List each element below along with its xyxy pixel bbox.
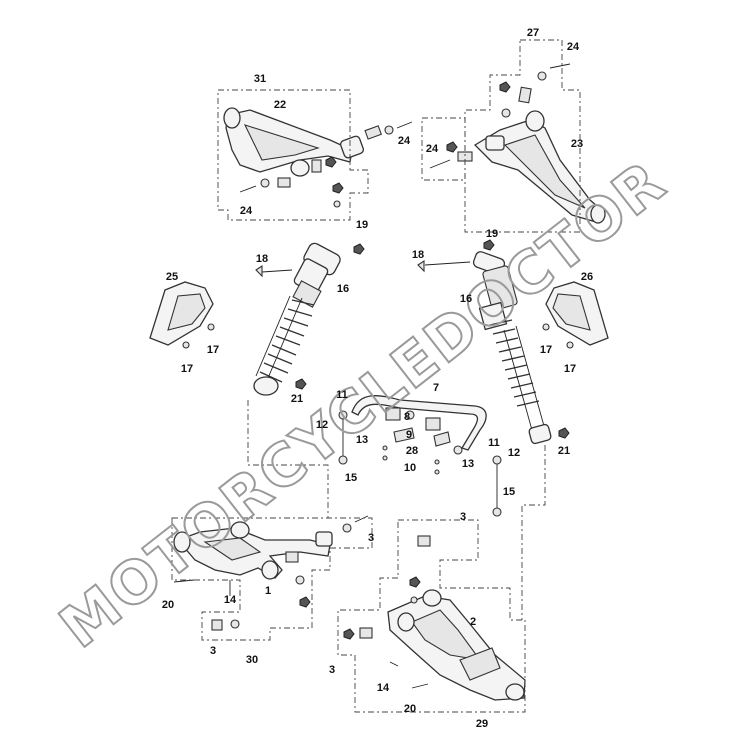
callout-14-right: 14	[377, 682, 390, 694]
callout-24-d: 24	[426, 143, 439, 155]
callout-27: 27	[527, 27, 539, 39]
callout-19-left: 19	[356, 219, 368, 231]
callout-13-right: 13	[462, 458, 474, 470]
callout-16-left: 16	[337, 283, 349, 295]
callout-28: 28	[406, 445, 418, 457]
callout-26: 26	[581, 271, 593, 283]
callout-30: 30	[246, 654, 258, 666]
callout-3-d: 3	[329, 664, 335, 676]
left-guard-panel	[149, 281, 215, 349]
group-outline-27	[464, 39, 581, 233]
callout-3-a: 3	[368, 532, 374, 544]
group-outline-29	[337, 519, 526, 713]
callout-17-c: 17	[540, 344, 552, 356]
callout-15-left: 15	[345, 472, 357, 484]
callout-8: 8	[404, 411, 410, 423]
callout-18-right: 18	[412, 249, 424, 261]
callout-20-left: 20	[162, 599, 174, 611]
left-shock-absorber	[253, 242, 365, 396]
callout-16-right: 16	[460, 293, 472, 305]
upper-left-a-arm	[223, 107, 413, 208]
callout-17-b: 17	[181, 363, 193, 375]
callout-29: 29	[476, 718, 488, 730]
callout-11-left: 11	[336, 389, 348, 401]
callout-12-right: 12	[508, 447, 520, 459]
callout-labels: 31 22 27 23 25 26 7 30 29 2 1 16 16 18 1…	[162, 27, 593, 730]
lower-right-a-arm	[343, 535, 526, 701]
callout-20-right: 20	[404, 703, 416, 715]
upper-right-a-arm	[429, 63, 606, 224]
callout-17-a: 17	[207, 344, 219, 356]
group-outline-30	[171, 517, 373, 641]
stabilizer-bar	[338, 395, 502, 517]
right-shock-absorber	[417, 239, 570, 445]
callout-22: 22	[274, 99, 286, 111]
callout-24-a: 24	[240, 205, 253, 217]
callout-21-right: 21	[558, 445, 570, 457]
callout-19-right: 19	[486, 228, 498, 240]
callout-18-left: 18	[256, 253, 268, 265]
callout-12-left: 12	[316, 419, 328, 431]
callout-3-b: 3	[210, 645, 216, 657]
callout-2: 2	[470, 616, 476, 628]
shock-to-arm-line-right	[521, 445, 546, 620]
callout-24-c: 24	[567, 41, 580, 53]
callout-7: 7	[433, 382, 439, 394]
callout-9: 9	[406, 429, 412, 441]
shock-to-arm-line-left	[247, 400, 329, 518]
callout-25: 25	[166, 271, 178, 283]
callout-11-right: 11	[488, 437, 500, 449]
callout-31: 31	[254, 73, 266, 85]
callout-14-left: 14	[224, 594, 237, 606]
callout-23: 23	[571, 138, 583, 150]
callout-21-left: 21	[291, 393, 303, 405]
callout-17-d: 17	[564, 363, 576, 375]
right-guard-panel	[542, 281, 609, 349]
callout-13-left: 13	[356, 434, 368, 446]
lower-left-a-arm	[173, 515, 369, 631]
group-outline-27b	[421, 117, 466, 181]
callout-10: 10	[404, 462, 416, 474]
callout-3-c: 3	[460, 511, 466, 523]
callout-1: 1	[265, 585, 271, 597]
callout-24-b: 24	[398, 135, 411, 147]
group-outline-31	[217, 89, 369, 221]
callout-15-right: 15	[503, 486, 515, 498]
